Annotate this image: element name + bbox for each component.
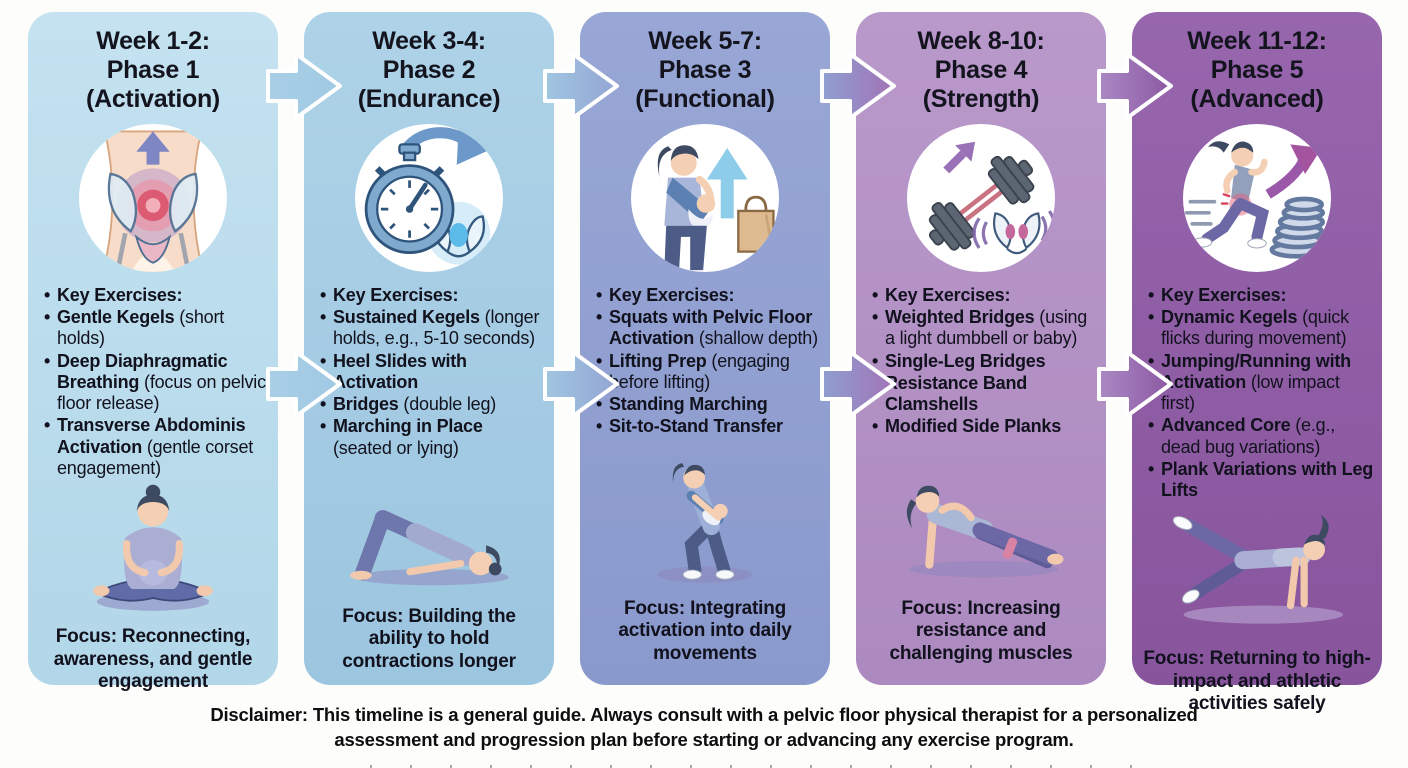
phase-title-name: (Activation)	[86, 85, 220, 113]
glute-bridge-figure	[321, 460, 537, 598]
phase-title-week: Week 5-7:	[648, 27, 762, 55]
exercise-item: Key Exercises:	[42, 285, 270, 306]
phase-title-week: Week 3-4:	[372, 27, 486, 55]
phase-title-phase: Phase 2	[382, 56, 476, 84]
arrow-right-icon	[543, 350, 619, 418]
exercise-item: Bridges (double leg)	[318, 394, 546, 415]
phase-4-icon-circle	[907, 124, 1055, 272]
arrow-right-icon	[1097, 350, 1173, 418]
cropped-bottom-text-artifact	[370, 765, 1140, 768]
phase-5-icon-circle	[1183, 124, 1331, 272]
phase-title-phase: Phase 5	[1210, 56, 1304, 84]
mother-baby-lifting-icon	[657, 145, 775, 271]
exercise-item: Plank Variations with Leg Lifts	[1146, 459, 1374, 501]
phase-3-card: Week 5-7: Phase 3 (Functional)	[580, 12, 830, 685]
phase-title-week: Week 8-10:	[917, 27, 1045, 55]
exercise-item: Deep Diaphragmatic Breathing (focus on p…	[42, 351, 270, 415]
exercise-item: Standing Marching	[594, 394, 822, 415]
exercise-item: Heel Slides with Activation	[318, 351, 546, 393]
phase-3-title: Week 5-7: Phase 3 (Functional)	[635, 27, 775, 114]
phase-2-focus-text: Focus: Building the ability to hold cont…	[342, 605, 516, 672]
phase-4-exercise-list: Key Exercises: Weighted Bridges (using a…	[870, 285, 1098, 439]
exercise-item: Jumping/Running with Activation (low imp…	[1146, 351, 1374, 415]
phase-title-phase: Phase 1	[106, 56, 200, 84]
exercise-item: Key Exercises:	[1146, 285, 1374, 306]
exercise-item: Advanced Core (e.g., dead bug variations…	[1146, 415, 1374, 457]
phase-1-icon-circle	[79, 124, 227, 272]
phase-3-exercise-list: Key Exercises: Squats with Pelvic Floor …	[594, 285, 822, 439]
phase-title-name: (Functional)	[635, 85, 775, 113]
phase-title-name: (Endurance)	[357, 85, 501, 113]
exercise-item: Key Exercises:	[870, 285, 1098, 306]
phase-5-title: Week 11-12: Phase 5 (Advanced)	[1187, 27, 1327, 114]
exercise-item: Lifting Prep (engaging before lifting)	[594, 351, 822, 393]
phase-4-focus-text: Focus: Increasing resistance and challen…	[889, 597, 1073, 664]
phase-4-title: Week 8-10: Phase 4 (Strength)	[917, 27, 1044, 114]
arrow-right-icon	[820, 52, 896, 120]
phase-title-name: (Strength)	[922, 85, 1040, 113]
arrow-right-icon	[266, 350, 342, 418]
phase-3-focus-text: Focus: Integrating activation into daily…	[618, 597, 792, 664]
phase-1-card: Week 1-2: Phase 1 (Activation)	[28, 12, 278, 692]
arrow-right-icon	[543, 52, 619, 120]
phase-5-card: Week 11-12: Phase 5 (Advanced)	[1132, 12, 1382, 714]
exercise-item: Key Exercises:	[318, 285, 546, 306]
exercise-item: Sustained Kegels (longer holds, e.g., 5-…	[318, 307, 546, 349]
exercise-item: Squats with Pelvic Floor Activation (sha…	[594, 307, 822, 349]
pelvic-anatomy-activation-icon	[102, 130, 204, 272]
phase-1-focus-text: Focus: Reconnecting, awareness, and gent…	[53, 626, 253, 692]
exercise-item: Resistance Band Clamshells	[870, 373, 1098, 415]
stopwatch-endurance-icon	[364, 127, 494, 265]
exercise-item: Gentle Kegels (short holds)	[42, 307, 270, 349]
phase-title-phase: Phase 4	[934, 56, 1028, 84]
exercise-item: Marching in Place (seated or lying)	[318, 416, 546, 458]
exercise-item: Weighted Bridges (using a light dumbbell…	[870, 307, 1098, 349]
exercise-item: Sit-to-Stand Transfer	[594, 416, 822, 437]
running-advanced-icon	[1184, 141, 1325, 259]
phase-title-phase: Phase 3	[658, 56, 752, 84]
exercise-item: Single-Leg Bridges	[870, 351, 1098, 372]
phase-4-card: Week 8-10: Phase 4 (Strength)	[856, 12, 1106, 685]
phase-2-title: Week 3-4: Phase 2 (Endurance)	[358, 27, 501, 114]
phase-2-card: Week 3-4: Phase 2 (Endurance)	[304, 12, 554, 685]
phase-5-exercise-list: Key Exercises: Dynamic Kegels (quick fli…	[1146, 285, 1374, 502]
disclaimer-line-2: assessment and progression plan before s…	[334, 728, 1074, 750]
phase-title-week: Week 1-2:	[96, 27, 210, 55]
side-plank-band-figure	[873, 452, 1089, 590]
phase-title-name: (Advanced)	[1190, 85, 1324, 113]
plank-leg-lift-figure	[1149, 502, 1365, 640]
exercise-item: Key Exercises:	[594, 285, 822, 306]
phase-1-exercise-list: Key Exercises: Gentle Kegels (short hold…	[42, 285, 270, 480]
disclaimer-line-1: Disclaimer: This timeline is a general g…	[210, 704, 1198, 725]
dumbbell-pelvis-strength-icon	[928, 141, 1055, 255]
arrow-right-icon	[820, 350, 896, 418]
squat-with-baby-figure	[597, 452, 813, 590]
seated-breathing-figure	[45, 480, 261, 618]
exercise-item: Dynamic Kegels (quick flicks during move…	[1146, 307, 1374, 349]
disclaimer: Disclaimer: This timeline is a general g…	[0, 703, 1408, 753]
phase-2-icon-circle	[355, 124, 503, 272]
phase-3-icon-circle	[631, 124, 779, 272]
phase-title-week: Week 11-12:	[1187, 27, 1327, 55]
exercise-item: Modified Side Planks	[870, 416, 1098, 437]
exercise-item: Transverse Abdominis Activation (gentle …	[42, 415, 270, 479]
phase-5-focus-text: Focus: Returning to high-impact and athl…	[1143, 648, 1371, 715]
arrow-right-icon	[1097, 52, 1173, 120]
phase-2-exercise-list: Key Exercises: Sustained Kegels (longer …	[318, 285, 546, 460]
arrow-right-icon	[266, 52, 342, 120]
phase-1-title: Week 1-2: Phase 1 (Activation)	[86, 27, 220, 114]
